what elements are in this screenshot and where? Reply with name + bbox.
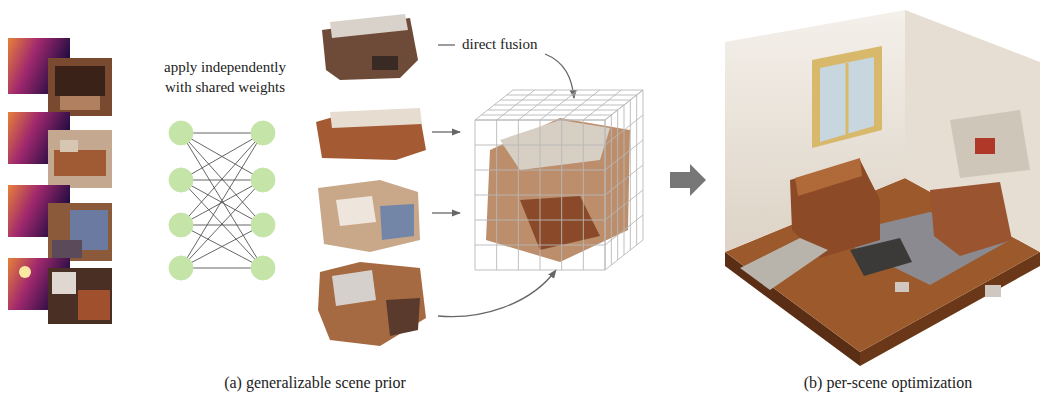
grid-line bbox=[643, 90, 644, 240]
grid-line bbox=[583, 120, 584, 270]
network-link bbox=[181, 225, 263, 268]
grid-line bbox=[507, 95, 637, 96]
stage-arrow bbox=[670, 164, 706, 196]
grid-line bbox=[605, 120, 606, 270]
grid-line bbox=[513, 90, 643, 91]
network-link bbox=[181, 133, 263, 268]
grid-line bbox=[475, 270, 605, 271]
grid-line bbox=[605, 190, 643, 220]
grid-line bbox=[561, 120, 562, 270]
neural-network bbox=[169, 121, 275, 280]
grid-line bbox=[583, 90, 621, 120]
network-link bbox=[181, 225, 263, 268]
grid-line bbox=[624, 105, 625, 255]
network-link bbox=[181, 133, 263, 180]
input-images bbox=[8, 38, 112, 324]
network-link bbox=[181, 180, 263, 225]
grid-line bbox=[475, 195, 605, 196]
network-link bbox=[181, 180, 263, 225]
grid-line bbox=[605, 90, 643, 120]
voxel-grid bbox=[475, 90, 643, 270]
subfigure-caption: (a) generalizable scene prior bbox=[160, 373, 470, 394]
grid-line bbox=[475, 220, 605, 221]
grid-line bbox=[494, 105, 624, 106]
grid-line bbox=[636, 95, 637, 245]
grid-line bbox=[630, 100, 631, 250]
grid-line bbox=[500, 100, 630, 101]
grid-line bbox=[475, 245, 605, 246]
reconstructed-room bbox=[725, 10, 1040, 366]
subfigure-caption: (b) per-scene optimization bbox=[738, 373, 1038, 394]
grid-line bbox=[605, 215, 643, 245]
grid-line bbox=[605, 240, 643, 270]
annotation-label: direct fusion bbox=[462, 35, 552, 55]
grid-line bbox=[605, 120, 606, 270]
annotation-label: apply independently with shared weights bbox=[150, 58, 300, 97]
grid-line bbox=[562, 90, 600, 120]
network-link bbox=[181, 133, 263, 180]
point-clouds bbox=[316, 14, 426, 346]
network-link bbox=[181, 133, 263, 268]
